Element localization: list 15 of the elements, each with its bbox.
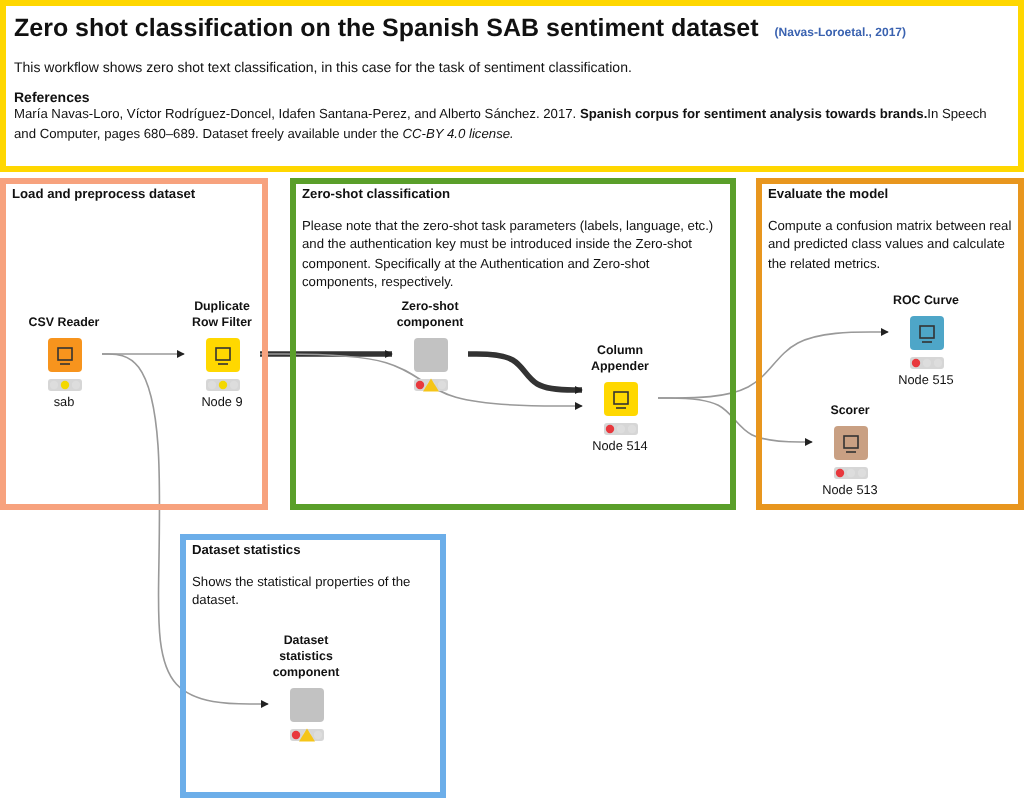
workflow-node xyxy=(268,634,344,741)
workflow-node xyxy=(26,315,102,409)
connector-arrow xyxy=(259,353,583,410)
connector-arrow xyxy=(101,353,269,708)
workflow-node xyxy=(888,293,964,387)
group-annotation-box xyxy=(180,534,446,798)
connector-arrow xyxy=(260,350,393,358)
workflow-node xyxy=(392,300,468,391)
connector-arrow xyxy=(657,397,813,446)
connector-arrow xyxy=(468,351,583,394)
group-annotation-box xyxy=(0,178,268,510)
title-text: Zero shot classification on the Spanish SAB sentiment dataset xyxy=(14,14,759,42)
header-panel xyxy=(0,0,1024,172)
group-annotation-box xyxy=(756,178,1024,510)
group-annotation-box xyxy=(290,178,736,510)
